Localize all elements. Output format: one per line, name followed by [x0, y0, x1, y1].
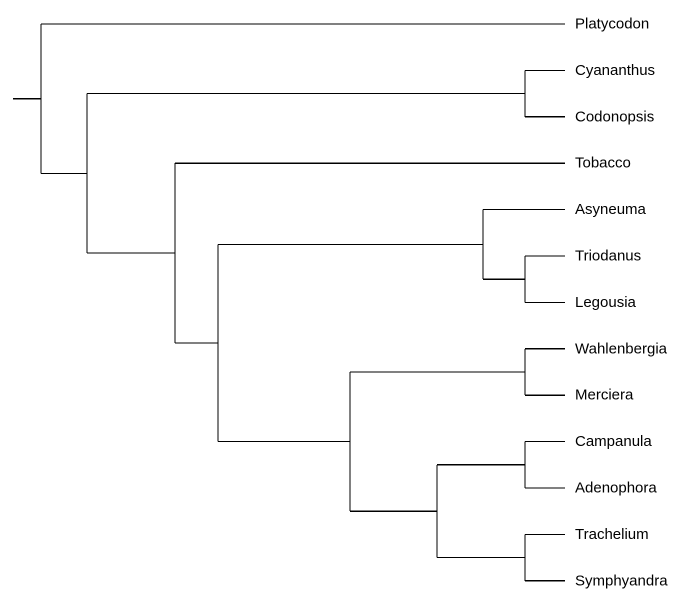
taxon-label-tobacco: Tobacco	[575, 155, 631, 172]
taxon-label-adenophora: Adenophora	[575, 480, 657, 497]
taxon-label-platycodon: Platycodon	[575, 16, 649, 33]
taxon-label-wahlenbergia: Wahlenbergia	[575, 340, 668, 357]
taxon-label-campanula: Campanula	[575, 433, 652, 450]
taxon-label-cyananthus: Cyananthus	[575, 62, 655, 79]
taxon-label-trachelium: Trachelium	[575, 526, 649, 543]
taxon-label-codonopsis: Codonopsis	[575, 108, 654, 125]
taxon-label-triodanus: Triodanus	[575, 248, 641, 265]
taxon-label-asyneuma: Asyneuma	[575, 201, 647, 218]
taxon-label-legousia: Legousia	[575, 294, 637, 311]
taxon-label-merciera: Merciera	[575, 387, 634, 404]
taxon-label-symphyandra: Symphyandra	[575, 572, 668, 589]
tree-branches	[13, 23, 565, 582]
taxon-labels: PlatycodonCyananthusCodonopsisTobaccoAsy…	[575, 16, 668, 590]
